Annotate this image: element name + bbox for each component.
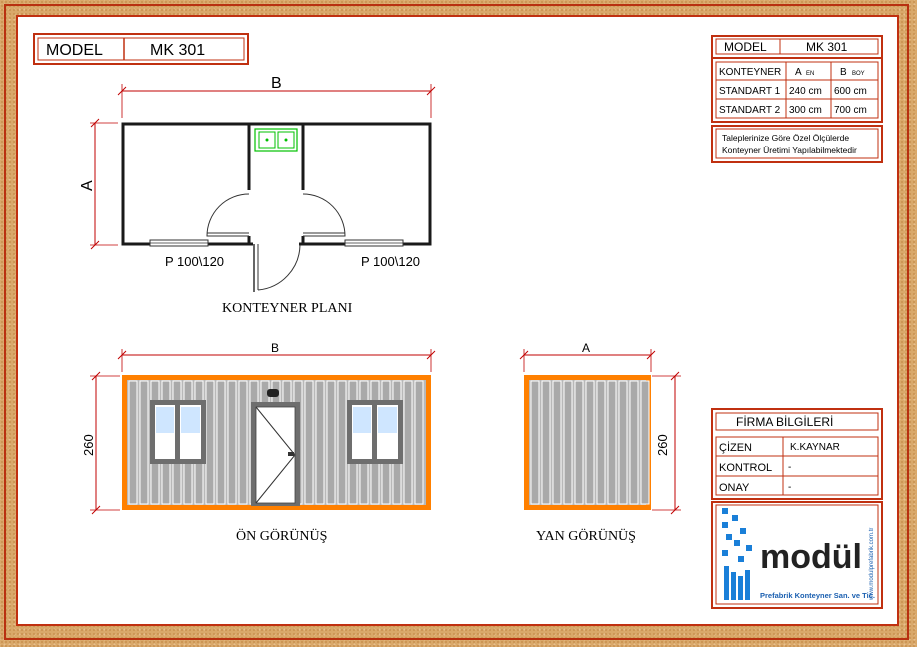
wall-panel-slat (607, 380, 617, 505)
header-a: A (795, 67, 802, 78)
wall-panel-slat (216, 380, 226, 505)
drawing-sheet (4, 4, 909, 640)
model-value: MK 301 (150, 42, 205, 59)
row1-a: 240 cm (789, 86, 822, 97)
row2-b: 700 cm (834, 105, 867, 116)
side-view: A 260 YAN GÖRÜNÜŞ (519, 341, 681, 544)
wall-panel-slat (337, 380, 347, 505)
wall-panel-slat (618, 380, 628, 505)
header-b-sub: BOY (852, 71, 865, 77)
wall-panel-slat (139, 380, 149, 505)
wall-panel-slat (238, 380, 248, 505)
front-caption: ÖN GÖRÜNÜŞ (236, 527, 327, 544)
wall-panel-slat (315, 380, 325, 505)
logo-url: www.modulprefabrik.com.tr (869, 528, 875, 601)
plan-window-left (149, 239, 209, 247)
wall-panel-slat (326, 380, 336, 505)
wall-panel-slat (304, 380, 314, 505)
wall-panel-slat (128, 380, 138, 505)
wall-panel-slat (530, 380, 540, 505)
wall-panel-slat (552, 380, 562, 505)
plan-window-left-label: P 100\120 (165, 254, 224, 269)
model-title-block: MODEL MK 301 (33, 33, 249, 65)
header-konteyner: KONTEYNER (719, 67, 781, 78)
wall-panel-slat (629, 380, 639, 505)
wall-panel-slat (585, 380, 595, 505)
front-window-left (150, 400, 206, 464)
front-view: B 260 (81, 341, 436, 544)
logo-subtitle: Prefabrik Konteyner San. ve Tic. (760, 591, 875, 600)
plan-dim-b: B (271, 75, 282, 92)
row2-name: STANDART 2 (719, 105, 781, 116)
table-model-value: MK 301 (806, 40, 848, 54)
wall-panel-slat (640, 380, 650, 505)
firm-title: FİRMA BİLGİLERİ (736, 415, 833, 429)
model-label: MODEL (46, 42, 103, 59)
firm-row-kontrol-label: KONTROL (719, 462, 772, 474)
row1-b: 600 cm (834, 86, 867, 97)
front-window-right (347, 400, 403, 464)
side-height: 260 (655, 434, 670, 456)
wall-panel-slat (563, 380, 573, 505)
firm-row-cizen-value: K.KAYNAR (790, 442, 840, 453)
front-height: 260 (81, 434, 96, 456)
plan-caption: KONTEYNER PLANI (222, 301, 353, 316)
logo-name: modül (760, 538, 862, 576)
firm-row-kontrol-value: - (788, 462, 791, 473)
sink-icon (254, 128, 298, 152)
side-wall-panels (530, 380, 650, 505)
wall-panel-slat (403, 380, 413, 505)
plan-window-right (344, 239, 404, 247)
plan-window-right-label: P 100\120 (361, 254, 420, 269)
row1-name: STANDART 1 (719, 86, 781, 97)
header-b: B (840, 67, 847, 78)
header-a-sub: EN (806, 71, 814, 77)
firm-info-table: FİRMA BİLGİLERİ ÇİZEN K.KAYNAR KONTROL -… (711, 408, 883, 500)
wall-panel-slat (541, 380, 551, 505)
floor-plan: B A (79, 75, 436, 316)
wall-panel-slat (205, 380, 215, 505)
logo-pixel-mark (722, 508, 752, 600)
wall-panel-slat (227, 380, 237, 505)
wall-panel-slat (414, 380, 424, 505)
table-model-label: MODEL (724, 40, 767, 54)
front-dim-b: B (271, 341, 279, 355)
side-dim-a: A (582, 341, 590, 355)
firm-row-cizen-label: ÇİZEN (719, 441, 752, 454)
plan-dim-a: A (79, 180, 96, 191)
company-logo: modül Prefabrik Konteyner San. ve Tic. w… (711, 501, 883, 609)
firm-row-onay-value: - (788, 482, 791, 493)
note-line1: Taleplerinize Göre Özel Ölçülerde (722, 133, 849, 143)
firm-row-onay-label: ONAY (719, 482, 750, 494)
container-size-table: MODEL MK 301 KONTEYNER A EN B BOY STANDA… (711, 35, 883, 163)
row2-a: 300 cm (789, 105, 822, 116)
wall-panel-slat (574, 380, 584, 505)
front-door (251, 389, 300, 506)
note-line2: Konteyner Üretimi Yapılabilmektedir (722, 145, 857, 155)
wall-panel-slat (596, 380, 606, 505)
side-caption: YAN GÖRÜNÜŞ (536, 527, 636, 544)
